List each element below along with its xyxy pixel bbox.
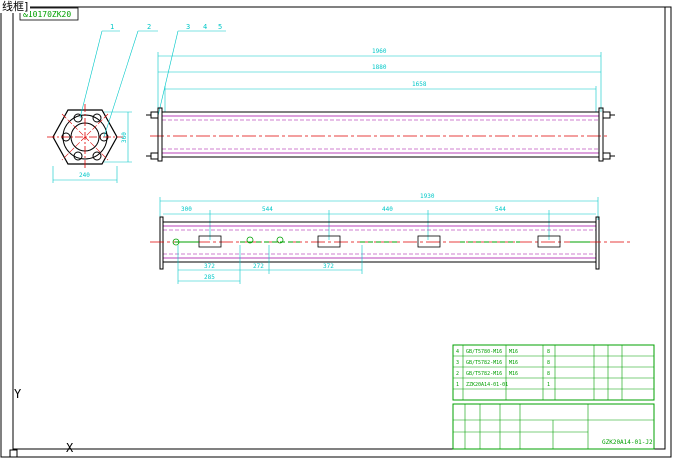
parts-row-3-code: GB/T5782-M16 [466, 360, 502, 366]
parts-row-2-spec: M16 [509, 371, 518, 377]
bolt-hole [92, 151, 102, 161]
inner-sleeve [417, 235, 441, 248]
dim-544-a: 544 [262, 206, 273, 213]
parts-row-4-code: GB/T5780-M16 [466, 349, 502, 355]
parts-row-3-no: 3 [456, 360, 459, 366]
centerline-diag [61, 113, 109, 161]
dim-544-b: 544 [495, 206, 506, 213]
parts-row-2-no: 2 [456, 371, 459, 377]
title-block-frame [452, 403, 655, 450]
balloon-4: 4 [203, 23, 207, 31]
dim-285: 285 [204, 274, 215, 281]
title-block [452, 344, 655, 450]
parts-row-2-qty: 8 [547, 371, 550, 377]
drawing-number: GZK20A14-01-J2 [602, 439, 653, 446]
parts-row-4-qty: 8 [547, 349, 550, 355]
dim-1960: 1960 [372, 48, 387, 55]
window-title: 线框] [0, 0, 31, 13]
parts-rows: 4 GB/T5780-M16 M16 8 3 GB/T5782-M16 M16 … [456, 349, 550, 388]
balloon-5: 5 [218, 23, 222, 31]
parts-row-3-qty: 8 [547, 360, 550, 366]
parts-row-3-spec: M16 [509, 360, 518, 366]
parts-row-4-spec: M16 [509, 349, 518, 355]
bolt-head [150, 111, 159, 119]
end-plate [159, 216, 164, 270]
code-tag: &10170ZK20 [23, 10, 71, 19]
dim-300: 300 [181, 206, 192, 213]
parts-row-1-no: 1 [456, 382, 459, 388]
end-plate [157, 107, 163, 162]
dim-372-a: 372 [204, 263, 215, 270]
dim-1930: 1930 [420, 193, 435, 200]
dim-240: 240 [79, 172, 90, 179]
ucs-x-label: X [66, 441, 74, 455]
bolt-hole [73, 151, 83, 161]
dim-372-b: 372 [323, 263, 334, 270]
inner-frame [12, 6, 666, 450]
bolt-head [602, 111, 611, 119]
bolt-hole [92, 113, 102, 123]
dim-272: 272 [253, 263, 264, 270]
parts-row-2-code: GB/T5782-M16 [466, 371, 502, 377]
bolt-head [150, 152, 159, 160]
balloon-1: 1 [110, 23, 114, 31]
parts-row-4-no: 4 [456, 349, 459, 355]
dim-360: 360 [121, 132, 128, 143]
dim-440: 440 [382, 206, 393, 213]
inner-sleeve [537, 235, 561, 248]
end-view: 360 240 [47, 104, 132, 183]
parts-row-1-qty: 1 [547, 382, 550, 388]
dim-1658: 1658 [412, 81, 427, 88]
bolt-head [602, 152, 611, 160]
bolt-hole [73, 113, 83, 123]
balloon-leaders: 1 2 3 4 5 [79, 23, 226, 138]
end-plate [595, 216, 600, 270]
top-view: 1960 1880 1658 [146, 48, 615, 162]
ucs-icon: Y X [9, 387, 74, 458]
balloon-2: 2 [147, 23, 151, 31]
tube-body [161, 111, 600, 158]
end-plate [598, 107, 604, 162]
parts-row-1-code: ZZK20A14-01-01 [466, 382, 508, 388]
inner-sleeve [317, 235, 341, 248]
parts-list-frame [452, 344, 655, 401]
code-tag-box [19, 7, 79, 21]
balloon-3: 3 [186, 23, 190, 31]
dim-1880: 1880 [372, 64, 387, 71]
ucs-y-label: Y [14, 387, 22, 401]
bottom-view: 1930 300 544 440 544 [150, 193, 632, 284]
outer-frame [0, 6, 672, 458]
